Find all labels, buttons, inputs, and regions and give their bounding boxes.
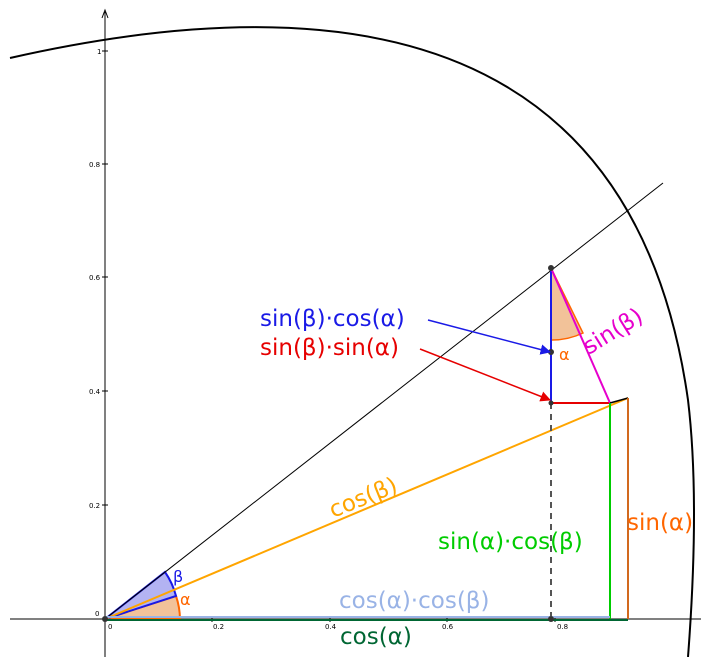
label-alpha-upper: α xyxy=(559,345,570,364)
y-ticks: 0 0.2 0.4 0.6 0.8 1 xyxy=(89,48,108,618)
x-tick-02: 0.2 xyxy=(213,623,224,631)
label-sin-beta: sin(β) xyxy=(578,303,647,360)
label-cos-alpha: cos(α) xyxy=(340,624,412,650)
label-sin-alpha-cos-beta: sin(α)·cos(β) xyxy=(438,529,583,555)
point-top xyxy=(548,265,554,271)
label-sin-beta-sin-alpha: sin(β)·sin(α) xyxy=(260,335,399,361)
x-tick-08: 0.8 xyxy=(557,623,568,631)
y-tick-02: 0.2 xyxy=(89,502,100,510)
point-corner xyxy=(548,400,554,406)
y-tick-0: 0 xyxy=(95,610,99,618)
x-tick-06: 0.6 xyxy=(442,623,454,631)
angle-sum-line xyxy=(104,182,664,620)
label-beta-origin: β xyxy=(173,567,183,586)
cos-beta-line xyxy=(104,397,629,620)
y-tick-06: 0.6 xyxy=(89,274,101,282)
point-foot xyxy=(548,616,554,622)
y-tick-1: 1 xyxy=(97,48,101,56)
label-sin-alpha: sin(α) xyxy=(627,510,693,536)
x-tick-04: 0.4 xyxy=(325,623,337,631)
red-arrow xyxy=(419,348,551,402)
blue-arrow xyxy=(427,319,552,355)
y-axis-arrow xyxy=(101,8,109,19)
sin-beta-segment xyxy=(550,267,611,404)
arc-edge-segment xyxy=(609,397,629,404)
x-tick-0: 0 xyxy=(108,623,112,631)
y-tick-08: 0.8 xyxy=(89,161,100,169)
unit-circle-arc xyxy=(9,26,695,657)
label-cos-alpha-cos-beta: cos(α)·cos(β) xyxy=(339,588,489,614)
label-sin-beta-cos-alpha: sin(β)·cos(α) xyxy=(260,306,405,332)
y-tick-04: 0.4 xyxy=(89,388,101,396)
label-cos-beta: cos(β) xyxy=(326,473,402,524)
label-alpha-origin: α xyxy=(180,590,191,609)
point-origin xyxy=(102,616,108,622)
